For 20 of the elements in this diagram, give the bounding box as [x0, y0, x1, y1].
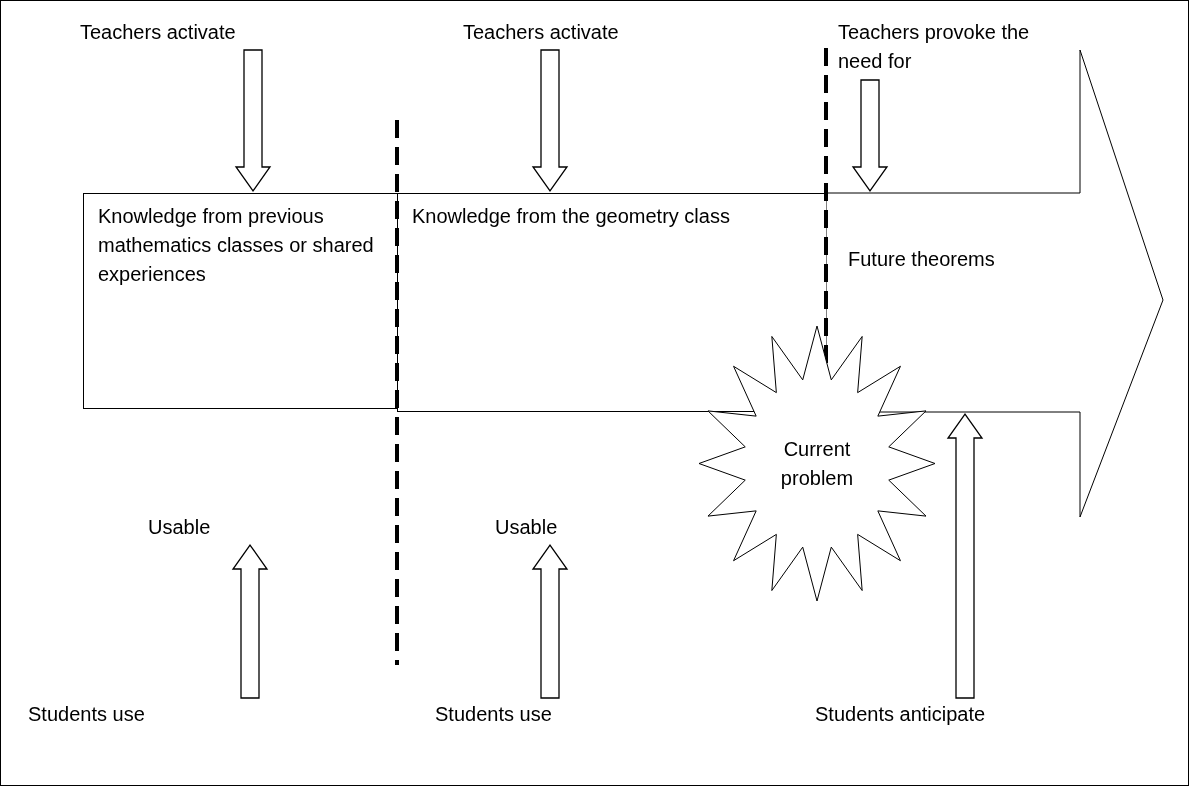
hollow-arrow	[946, 412, 984, 699]
hollow-arrow	[531, 543, 569, 699]
knowledge-box	[83, 193, 398, 409]
node-text: Teachers provoke the need for	[838, 21, 1030, 72]
node-text: Teachers activate	[80, 21, 236, 43]
node-text: Usable	[495, 516, 558, 538]
node-text: Teachers activate	[463, 21, 619, 43]
node-text: Students use	[28, 703, 145, 725]
hollow-arrow	[851, 79, 889, 193]
node-text: Knowledge from previous mathematics classes or shared experiences	[98, 205, 374, 285]
starburst	[698, 325, 936, 602]
node-text: Usable	[148, 516, 211, 538]
hollow-arrow	[231, 543, 269, 699]
node-text: Current problem	[780, 437, 854, 489]
hollow-arrow	[531, 49, 569, 193]
hollow-arrow	[234, 49, 272, 193]
node-text: Knowledge from the geometry class	[412, 205, 730, 227]
node-text: Students use	[435, 703, 552, 725]
node-text: Students anticipate	[815, 703, 986, 725]
node-text: Future theorems	[848, 248, 995, 270]
